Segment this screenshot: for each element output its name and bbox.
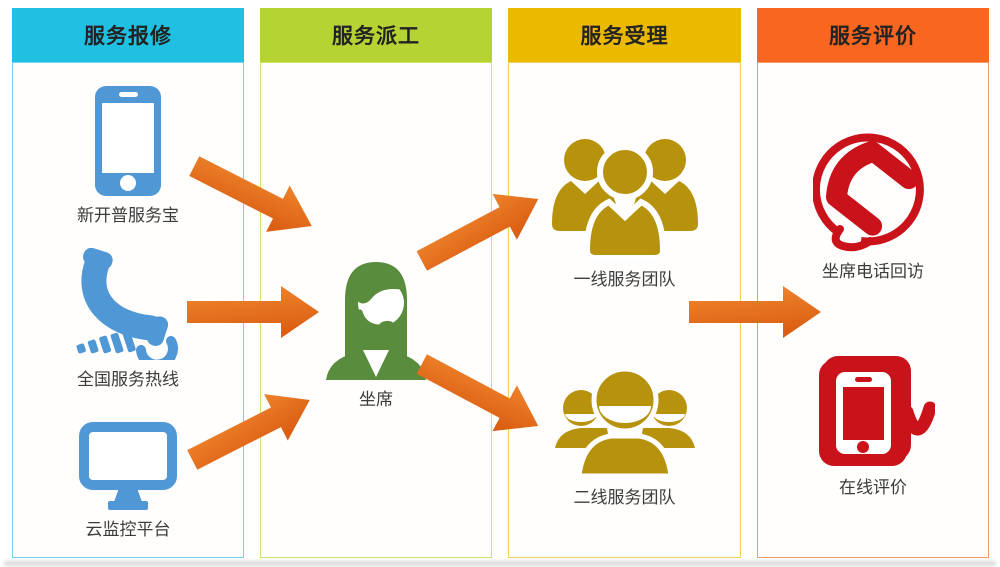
- item-secondline-team: 二线服务团队: [508, 366, 741, 508]
- bottom-shadow: [4, 561, 996, 567]
- item-label: 坐席电话回访: [822, 262, 924, 281]
- item-label: 坐席: [359, 390, 393, 409]
- item-label: 二线服务团队: [573, 488, 676, 507]
- item-label: 在线评价: [839, 478, 907, 497]
- column-header: 服务评价: [757, 8, 989, 62]
- item-cloud-monitor: 云监控平台: [12, 422, 244, 540]
- item-frontline-team: 一线服务团队: [508, 132, 741, 290]
- item-service-app: 新开普服务宝: [12, 86, 244, 226]
- mobile-review-icon: [757, 356, 989, 468]
- arrow-agent-to-frontline: [416, 193, 539, 271]
- team-group-icon: [508, 132, 741, 260]
- item-label: 全国服务热线: [77, 370, 179, 389]
- item-hotline: 全国服务热线: [12, 248, 244, 390]
- hotline-phone-icon: [12, 248, 244, 360]
- monitor-icon: [12, 422, 244, 510]
- column-service-evaluation: 服务评价 坐席电话回访: [757, 8, 989, 558]
- column-header: 服务报修: [12, 8, 244, 62]
- column-service-dispatch: 服务派工 坐席: [260, 8, 492, 558]
- agent-headset-icon: [260, 256, 492, 380]
- column-header: 服务受理: [508, 8, 741, 62]
- arrow-hotline-to-agent: [187, 286, 319, 338]
- column-header: 服务派工: [260, 8, 492, 62]
- smartphone-icon: [12, 86, 244, 196]
- arrow-agent-to-secondline: [416, 354, 539, 432]
- item-label: 云监控平台: [85, 520, 171, 539]
- phone-callback-icon: [757, 132, 989, 252]
- column-service-repair: 服务报修 新开普服务宝: [12, 8, 244, 558]
- item-agent: 坐席: [260, 256, 492, 410]
- item-online-review: 在线评价: [757, 356, 989, 498]
- arrow-monitor-to-agent: [187, 394, 310, 470]
- team-smile-icon: [508, 366, 741, 478]
- item-phone-callback: 坐席电话回访: [757, 132, 989, 282]
- arrow-app-to-agent: [189, 156, 312, 232]
- arrow-acceptance-to-evaluation: [689, 286, 821, 338]
- item-label: 一线服务团队: [573, 270, 676, 289]
- column-service-acceptance: 服务受理 一线服务团队: [508, 8, 741, 558]
- item-label: 新开普服务宝: [77, 206, 179, 225]
